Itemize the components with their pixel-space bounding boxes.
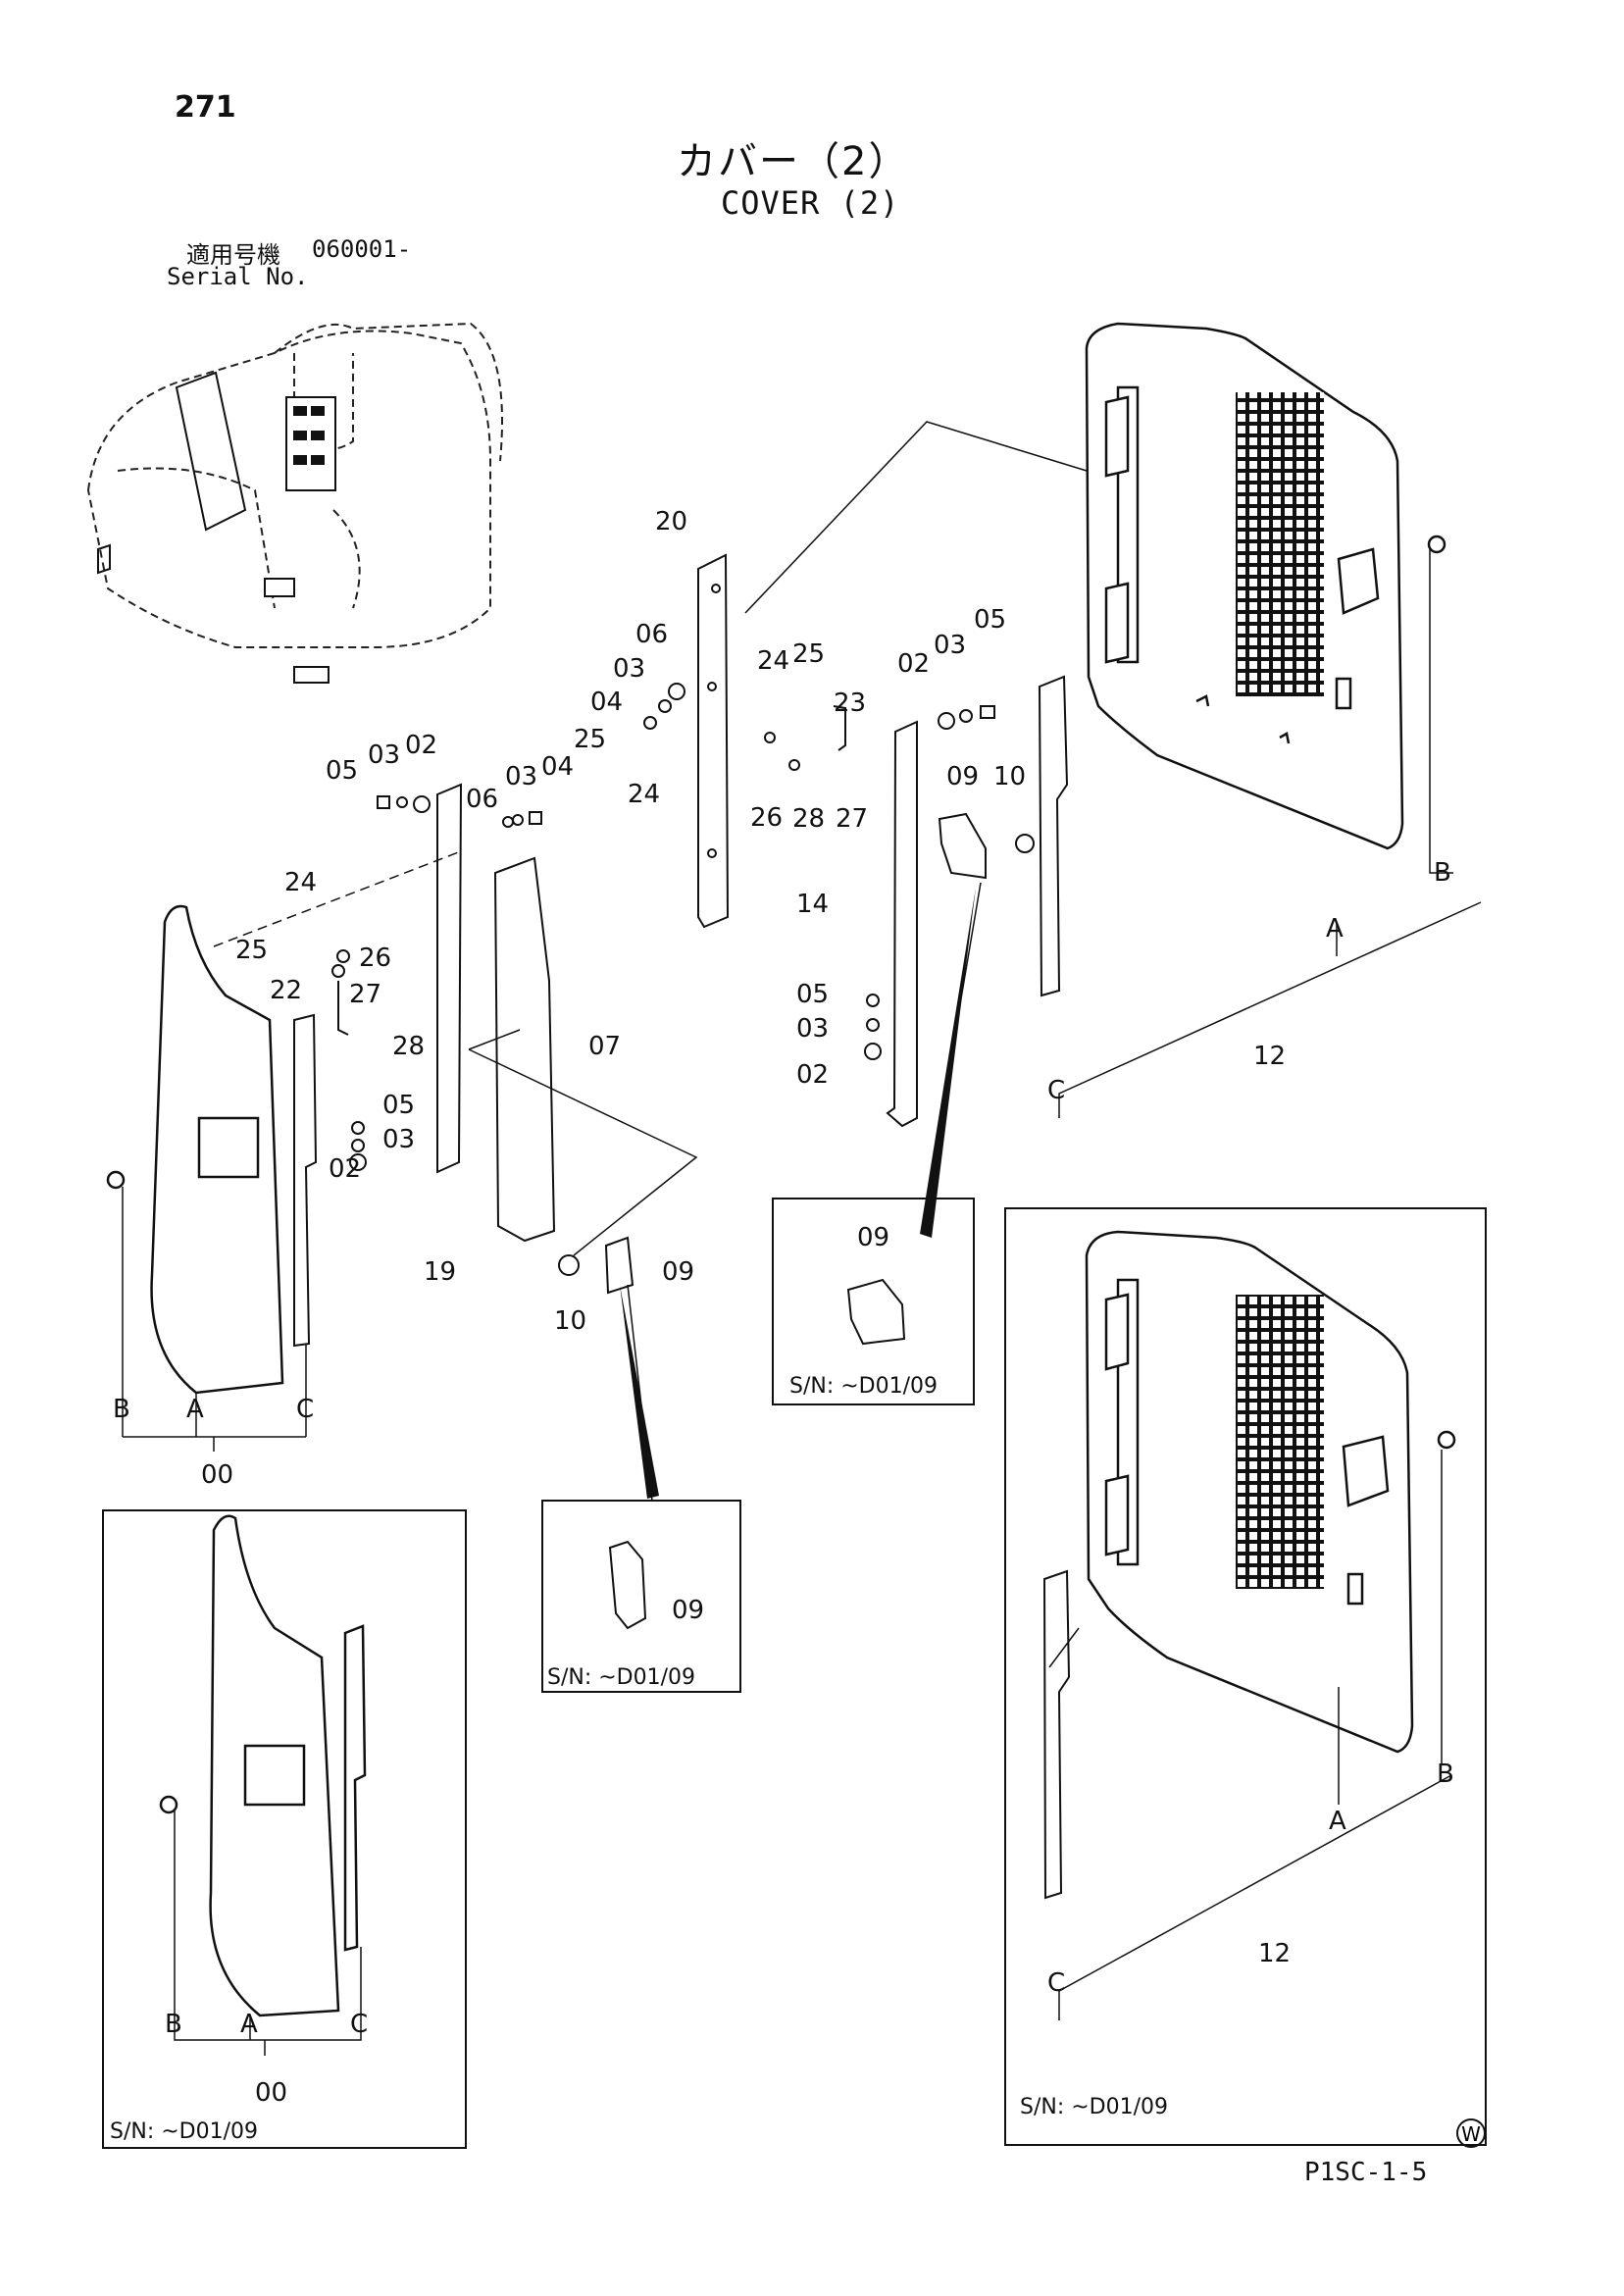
callout-28-mid: 28 [792, 804, 825, 834]
callout-28-left: 28 [392, 1032, 425, 1061]
page-title-japanese: カバー（2） [677, 139, 910, 184]
page-number: 271 [175, 90, 236, 125]
inset-left-cover [159, 1514, 367, 2056]
callout-02-right: 02 [897, 649, 930, 679]
inset-callout-09-a: 09 [857, 1223, 889, 1252]
callout-25-top: 25 [574, 725, 606, 754]
inset-note-top: S/N: ~D01/09 [789, 1374, 938, 1399]
inset-serial-notes: S/N: ~D01/09 S/N: ~D01/09 S/N: ~D01/09 S… [110, 1374, 1168, 2144]
inset-note-left: S/N: ~D01/09 [110, 2119, 258, 2144]
inset-boxes [102, 1198, 1487, 2149]
callout-05-left: 05 [326, 756, 358, 786]
callout-10-left: 10 [554, 1306, 586, 1336]
callout-03-top: 03 [613, 654, 645, 684]
callout-20: 20 [655, 507, 687, 536]
callout-25-mid: 25 [792, 639, 825, 669]
bracket-09-right [938, 812, 987, 880]
callout-A-left: A [186, 1395, 204, 1424]
callout-12-main: 12 [1253, 1042, 1286, 1071]
callout-02-left: 02 [405, 731, 437, 760]
callout-19: 19 [424, 1257, 456, 1287]
callout-23: 23 [834, 689, 866, 718]
inset-callout-B-right: B [1437, 1760, 1454, 1789]
callout-04-left: 04 [541, 752, 574, 782]
callout-02-lower: 02 [796, 1060, 829, 1090]
serial-range: 060001- [312, 235, 412, 263]
callout-C-left: C [296, 1395, 314, 1424]
inset-callout-09-b: 09 [672, 1596, 704, 1625]
serial-label-japanese: 適用号機 [186, 241, 280, 269]
inset-callout-A: A [240, 2010, 258, 2039]
callout-03-left-b: 03 [505, 762, 537, 791]
callout-05-lowleft: 05 [382, 1091, 415, 1120]
stay-19 [436, 783, 463, 1174]
fasteners [331, 683, 1035, 1295]
callout-24-top: 24 [757, 646, 789, 676]
seal-strip-right [1038, 675, 1069, 997]
inset-callout-00: 00 [255, 2078, 287, 2108]
callout-06-left: 06 [466, 785, 498, 814]
page-title-english: COVER (2) [721, 184, 900, 222]
callout-06-top: 06 [635, 620, 668, 649]
callout-10-right: 10 [993, 762, 1026, 791]
page-code: P1SC-1-5 [1304, 2158, 1428, 2187]
machine-overview-solid [97, 371, 336, 684]
callout-24-mid: 24 [628, 780, 660, 809]
inset-bracket-09-a [846, 1278, 906, 1346]
left-cover-00 [106, 904, 284, 1395]
inset-callout-C: C [350, 2010, 368, 2039]
callout-22: 22 [270, 976, 302, 1005]
serial-label-english: Serial No. [167, 263, 309, 290]
callout-14: 14 [796, 890, 829, 919]
leader-lines [122, 421, 1482, 1502]
callout-B-left: B [113, 1395, 130, 1424]
w-mark-letter: W [1461, 2122, 1481, 2146]
side-panel-12 [1085, 322, 1446, 850]
callout-labels: 20 06 03 04 25 24 25 24 23 26 28 27 02 0… [113, 507, 1454, 2108]
inset-side-panel-12 [1042, 1230, 1456, 2020]
stay-20 [697, 553, 730, 929]
inset-callout-12-right: 12 [1258, 1939, 1291, 1968]
inset-note-middle: S/N: ~D01/09 [547, 1665, 695, 1690]
inset-callout-B: B [165, 2010, 182, 2039]
callout-07: 07 [588, 1032, 621, 1061]
callout-A-main: A [1326, 914, 1344, 944]
callout-04-top: 04 [590, 688, 623, 717]
stay-14 [886, 720, 918, 1128]
bracket-07 [493, 856, 556, 1243]
callout-24-left: 24 [284, 868, 317, 897]
callout-02-lowleft: 02 [329, 1154, 361, 1184]
callout-03-lower: 03 [796, 1014, 829, 1044]
callout-27-left: 27 [349, 980, 381, 1009]
inset-bracket-09-b [608, 1540, 647, 1630]
callout-05-lower: 05 [796, 980, 829, 1009]
callout-03-right: 03 [934, 631, 966, 660]
callout-B-main: B [1434, 858, 1451, 888]
callout-27-mid: 27 [836, 804, 868, 834]
callout-26-left: 26 [359, 944, 391, 973]
callout-03-left: 03 [368, 740, 400, 770]
inset-pointers [620, 888, 976, 1499]
callout-03-lowleft: 03 [382, 1125, 415, 1154]
callout-09-left: 09 [662, 1257, 694, 1287]
w-circle-mark [1456, 2118, 1486, 2148]
inset-callout-A-right: A [1329, 1807, 1346, 1836]
callout-25-left: 25 [235, 936, 268, 965]
callout-00-left: 00 [201, 1460, 233, 1490]
callout-09-right: 09 [946, 762, 979, 791]
seal-strip-left [293, 1013, 318, 1348]
callout-26-mid: 26 [750, 803, 783, 833]
callout-C-main: C [1047, 1076, 1065, 1105]
inset-note-right: S/N: ~D01/09 [1020, 2095, 1168, 2119]
inset-callout-C-right: C [1047, 1968, 1065, 1998]
callout-05-right: 05 [974, 605, 1006, 635]
